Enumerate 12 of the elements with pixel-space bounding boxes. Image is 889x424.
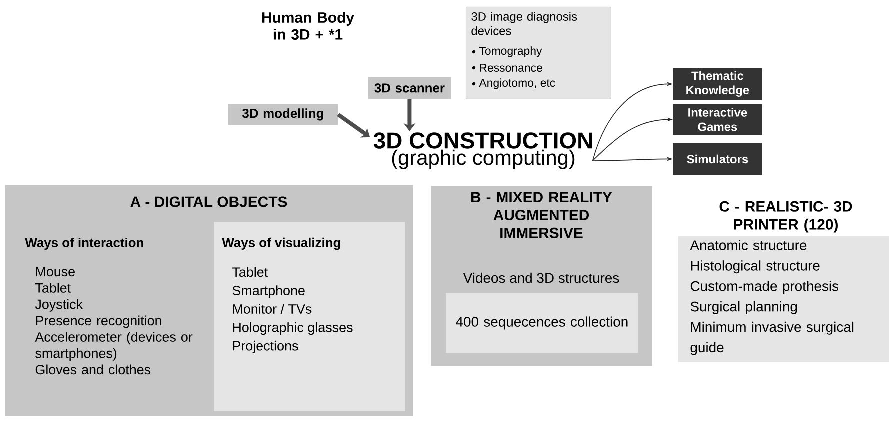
heading-text: 3D CONSTRUCTION (graphic computing) [374, 132, 592, 170]
title: Human Body in 3D + *1 [262, 12, 354, 40]
output-box: Thematic Knowledge [673, 68, 762, 100]
list-box: Ways of visualizing Tablet Smartphone Monitor / TVs Holographic glasses Projections [214, 222, 406, 412]
node-label: C - REALISTIC- 3D PRINTER (120) [720, 201, 852, 233]
output-box: Interactive Games [673, 104, 762, 136]
label-box: 3D scanner [368, 77, 452, 100]
list-box: 400 sequecences collection [446, 293, 638, 354]
list-box: C - REALISTIC- 3D PRINTER (120) Anatomic structure Histological structure Custom-made prothesis Surgical planning Minimum invasive surgical guide [678, 201, 889, 362]
output-box: Simulators [673, 143, 762, 176]
label-box: 3D modelling [228, 104, 338, 126]
info-box: 3D image diagnosis devices Tomography Ressonance Angiotomo, etc [466, 7, 612, 100]
